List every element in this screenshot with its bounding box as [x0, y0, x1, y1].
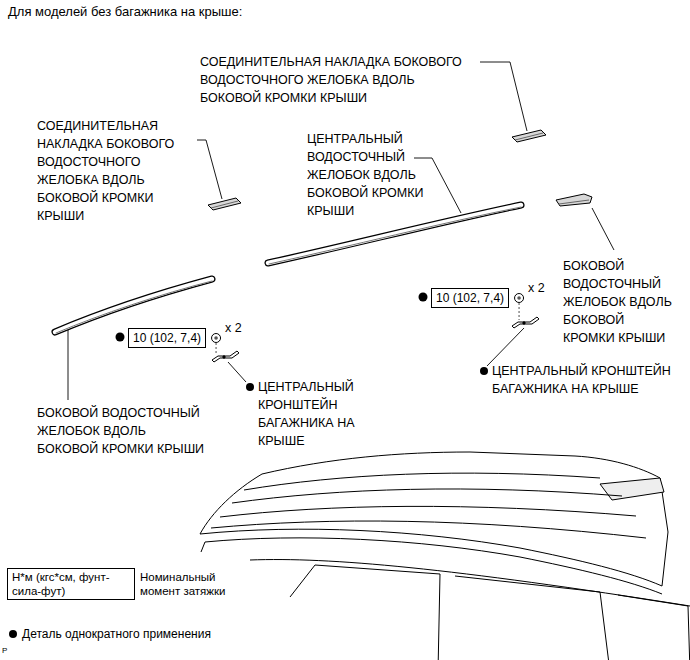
diagram-title: Для моделей без багажника на крыше:: [8, 3, 242, 21]
cover-plate: [512, 130, 546, 142]
moulding-strip: [55, 205, 521, 333]
node-text: 10 (102, 7,4): [133, 330, 201, 346]
torque-box: 10 (102, 7,4): [128, 328, 206, 348]
part-name: БОКОВОЙ ВОДОСТОЧНЫЙ ЖЕЛОБОК ВДОЛЬ БОКОВО…: [37, 404, 205, 458]
unit-legend-box: Н*м (кгс*см, фунт-сила-фут): [7, 568, 135, 600]
node-text: Н*м (кгс*см, фунт-сила-фут): [12, 570, 130, 598]
bullet-symbol: [480, 367, 488, 375]
bolt-axis: [519, 303, 520, 320]
leader-line: [414, 158, 461, 213]
leader-line: [228, 362, 246, 382]
cover-plate: [559, 200, 589, 204]
vehicle-body: [600, 478, 664, 500]
vehicle-body: [200, 452, 690, 660]
bullet-symbol: [419, 293, 428, 302]
bullet-symbol: [246, 383, 254, 391]
vehicle-body: [455, 576, 610, 660]
bolt-symbol: [214, 336, 218, 340]
vehicle-body: [211, 521, 646, 538]
cover-plate: [211, 201, 238, 208]
vehicle-body: [244, 473, 600, 490]
part-name: ЦЕНТРАЛЬНЫЙ КРОНШТЕЙН БАГАЖНИКА НА КРЫШЕ: [492, 362, 682, 398]
vehicle-body: [262, 452, 660, 478]
part-name: ЦЕНТРАЛЬНЫЙ ВОДОСТОЧНЫЙ ЖЕЛОБОК ВДОЛЬ БО…: [307, 130, 435, 220]
moulding-strip: [269, 207, 521, 264]
legend-text: Деталь однократного применения: [22, 625, 211, 643]
part-name: ЦЕНТРАЛЬНЫЙ КРОНШТЕЙН БАГАЖНИКА НА КРЫШЕ: [258, 378, 368, 450]
bullet-symbol: [9, 630, 17, 638]
vehicle-body: [290, 565, 440, 660]
bullet-symbol: [116, 333, 125, 342]
cover-plate: [208, 198, 241, 210]
roof-rack-bracket: [523, 322, 525, 324]
node-text: 10 (102, 7,4): [436, 290, 504, 306]
vehicle-body: [201, 542, 205, 552]
legend-text: Номинальный момент затяжки: [140, 570, 245, 598]
vehicle-body: [660, 478, 668, 586]
bolt-axis: [216, 343, 217, 354]
page-marker: P: [2, 646, 7, 656]
leader-line: [68, 330, 69, 400]
leader-line: [480, 62, 527, 131]
moulding-strip: [55, 279, 212, 332]
roof-rack-bracket: [223, 356, 225, 358]
roof-rack-bracket: [512, 317, 539, 328]
part-name: СОЕДИНИТЕЛЬНАЯ НАКЛАДКА БОКОВОГО ВОДОСТО…: [200, 53, 478, 107]
leader-line: [487, 328, 524, 366]
quantity: x 2: [528, 279, 545, 297]
moulding-strip: [268, 205, 521, 263]
roof-rack-bracket: [212, 317, 539, 362]
part-name: БОКОВОЙ ВОДОСТОЧНЫЙ ЖЕЛОБОК ВДОЛЬ БОКОВО…: [563, 257, 675, 347]
cover-plate: [515, 133, 543, 140]
vehicle-body: [205, 538, 662, 594]
vehicle-body: [220, 506, 636, 517]
vehicle-body: [250, 560, 690, 606]
leader-line: [592, 208, 614, 250]
vehicle-body: [232, 489, 622, 503]
moulding-strip: [268, 205, 521, 263]
quantity: x 2: [225, 319, 242, 337]
bolt-symbol: [212, 334, 221, 343]
cover-plate: [556, 194, 592, 206]
bolt-symbol: [517, 296, 521, 300]
leader-line: [197, 140, 222, 199]
moulding-strip: [56, 281, 212, 333]
part-name: СОЕДИНИТЕЛЬНАЯ НАКЛАДКА БОКОВОГО ВОДОСТО…: [37, 117, 193, 225]
bolt-symbol: [515, 294, 524, 303]
vehicle-body: [618, 595, 690, 660]
torque-box: 10 (102, 7,4): [431, 288, 509, 308]
moulding-strip: [55, 279, 212, 332]
leader-line: [68, 62, 614, 400]
